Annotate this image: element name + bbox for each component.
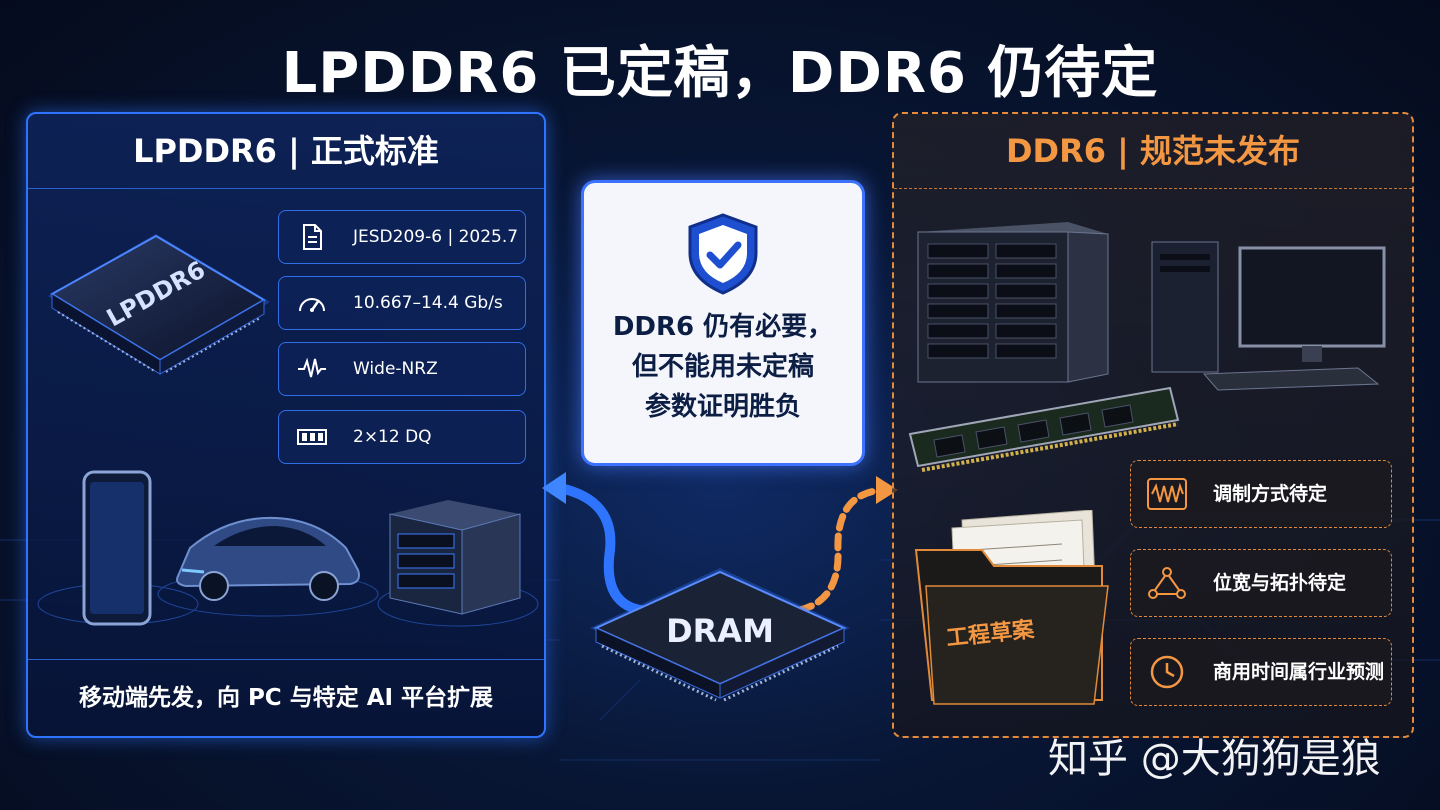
conclusion-line-3: 参数证明胜负 (644, 392, 801, 422)
memory-bus-icon (297, 429, 327, 445)
orange-arrow (796, 486, 886, 614)
pending-modulation-text: 调制方式待定 (1213, 483, 1328, 505)
document-icon (303, 224, 322, 250)
blue-arrow-head (542, 472, 566, 504)
dram-label: DRAM (666, 612, 774, 650)
server-box-icon (389, 500, 521, 615)
orange-arrow-head (876, 476, 898, 504)
conclusion-line-2: 但不能用未定稿 (631, 352, 814, 382)
speedometer-icon (299, 298, 325, 312)
conclusion-line-1: DDR6 仍有必要， (612, 312, 834, 342)
pending-topology-text: 位宽与拓扑待定 (1213, 572, 1347, 594)
topology-icon (1148, 567, 1186, 599)
device-illustrations (37, 470, 539, 627)
spec-bus-width-text: 2×12 DQ (353, 427, 432, 447)
spec-standard-text: JESD209-6 | 2025.7 (353, 227, 519, 247)
lpddr6-panel: LPDDR6 | 正式标准 LPDDR6 JESD209-6 | 2025.7 … (26, 112, 546, 738)
spec-speed-text: 10.667–14.4 Gb/s (353, 293, 503, 313)
spec-standard: JESD209-6 | 2025.7 (278, 210, 526, 264)
lpddr6-panel-header: LPDDR6 | 正式标准 (28, 114, 544, 189)
car-icon (176, 516, 360, 601)
modulation-icon (1147, 478, 1187, 510)
desktop-pc-icon (1151, 241, 1386, 391)
watermark: 知乎 @大狗狗是狼 (1048, 736, 1381, 782)
ddr6-panel-header: DDR6 | 规范未发布 (894, 114, 1412, 189)
ram-module-icon (908, 386, 1180, 472)
dram-chip-icon (590, 568, 850, 702)
spec-speed: 10.667–14.4 Gb/s (278, 276, 526, 330)
dram-flow-graphic (542, 472, 898, 702)
spec-signaling: Wide-NRZ (278, 342, 526, 396)
lpddr6-panel-footer: 移动端先发，向 PC 与特定 AI 平台扩展 (28, 659, 544, 736)
spec-bus-width: 2×12 DQ (278, 410, 526, 464)
pending-topology: 位宽与拓扑待定 (1130, 549, 1392, 617)
conclusion-text: DDR6 仍有必要， 但不能用未定稿 参数证明胜负 (584, 307, 862, 427)
lpddr6-chip-image (48, 234, 270, 375)
engineering-draft-folder-icon (914, 510, 1109, 705)
pending-modulation: 调制方式待定 (1130, 460, 1392, 528)
pending-commercial-timing-text: 商用时间属行业预测 (1213, 661, 1385, 683)
ddr6-hardware-illustrations (908, 222, 1386, 472)
server-rack-icon (917, 222, 1109, 383)
spec-signaling-text: Wide-NRZ (353, 359, 438, 379)
conclusion-card: DDR6 仍有必要， 但不能用未定稿 参数证明胜负 (581, 180, 865, 466)
pending-commercial-timing: 商用时间属行业预测 (1130, 638, 1392, 706)
waveform-icon (298, 357, 326, 378)
page-title: LPDDR6 已定稿，DDR6 仍待定 (281, 41, 1159, 106)
smartphone-icon (82, 470, 152, 626)
shield-check-icon (688, 213, 758, 295)
ddr6-panel: DDR6 | 规范未发布 (892, 112, 1414, 738)
clock-icon (1150, 655, 1184, 689)
blue-arrow (555, 483, 675, 617)
